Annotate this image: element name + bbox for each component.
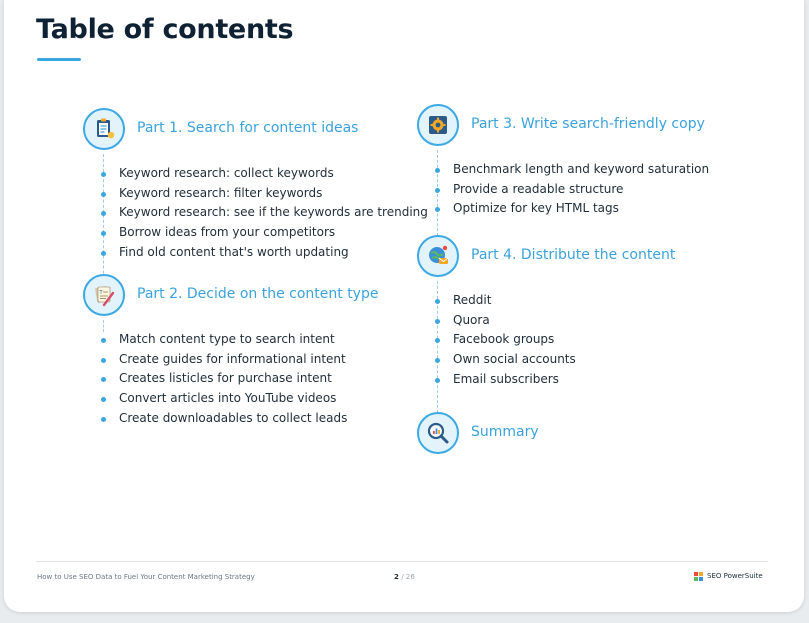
list-item[interactable]: Reddit xyxy=(433,291,576,311)
footer-divider xyxy=(36,561,768,562)
list-item[interactable]: Borrow ideas from your competitors xyxy=(99,223,428,243)
bullet-dot xyxy=(101,211,106,217)
bullet-dot xyxy=(101,231,106,237)
section-connector xyxy=(437,281,438,413)
clipboard-idea-icon xyxy=(83,108,125,150)
document-page: Table of contents Part 1. Search for con… xyxy=(4,0,804,612)
bullet-dot xyxy=(101,338,106,343)
bullet-dot xyxy=(435,338,440,344)
bullet-dot xyxy=(435,318,440,324)
bullet-dot xyxy=(435,207,440,213)
bullet-dot xyxy=(101,191,106,197)
page-number: 2 / 26 xyxy=(394,573,415,581)
powersuite-logo-icon xyxy=(694,571,703,581)
magnifier-report-icon xyxy=(417,412,459,454)
list-item[interactable]: Email subscribers xyxy=(433,370,576,390)
logo-square xyxy=(694,576,698,581)
footer-document-title: How to Use SEO Data to Fuel Your Content… xyxy=(37,573,255,581)
bullet-dot xyxy=(101,357,106,363)
gear-document-icon xyxy=(417,104,459,146)
bullet-dot xyxy=(101,397,106,403)
bullet-dot xyxy=(101,250,106,256)
list-item[interactable]: Match content type to search intent xyxy=(99,330,347,350)
bullet-dot xyxy=(435,187,440,193)
section-connector xyxy=(437,150,438,236)
section-title[interactable]: Part 1. Search for content ideas xyxy=(137,120,359,136)
title-underline xyxy=(37,58,81,61)
section-connector xyxy=(103,154,104,304)
logo-square xyxy=(694,571,698,576)
section-title[interactable]: Part 4. Distribute the content xyxy=(471,247,676,263)
bullet-dot xyxy=(101,377,106,383)
svg-text:T: T xyxy=(99,290,104,296)
list-item[interactable]: Facebook groups xyxy=(433,330,576,350)
brand-logo: SEO PowerSuite xyxy=(694,570,763,582)
bullet-dot xyxy=(435,299,440,304)
section-title[interactable]: Part 3. Write search-friendly copy xyxy=(471,116,705,132)
section-title[interactable]: Summary xyxy=(471,424,539,440)
page-title: Table of contents xyxy=(36,14,294,45)
list-item[interactable]: Find old content that's worth updating xyxy=(99,243,428,263)
list-item[interactable]: Quora xyxy=(433,311,576,331)
bullet-dot xyxy=(101,172,106,177)
bullet-dot xyxy=(435,168,440,173)
bullet-dot xyxy=(101,416,106,422)
list-item[interactable]: Convert articles into YouTube videos xyxy=(99,389,347,409)
bullet-dot xyxy=(435,377,440,383)
bullet-dot xyxy=(435,358,440,364)
brand-name: SEO PowerSuite xyxy=(707,572,763,580)
list-item[interactable]: Optimize for key HTML tags xyxy=(433,199,709,219)
logo-square xyxy=(699,571,703,576)
list-item[interactable]: Provide a readable structure xyxy=(433,180,709,200)
logo-square xyxy=(699,576,703,581)
section-connector xyxy=(103,320,104,332)
globe-mail-icon xyxy=(417,235,459,277)
page-current: 2 xyxy=(394,573,399,581)
list-item[interactable]: Keyword research: filter keywords xyxy=(99,184,428,204)
list-item[interactable]: Own social accounts xyxy=(433,350,576,370)
documents-pen-icon: T xyxy=(83,274,125,316)
list-item[interactable]: Benchmark length and keyword saturation xyxy=(433,160,709,180)
section-title[interactable]: Part 2. Decide on the content type xyxy=(137,286,379,302)
list-item[interactable]: Keyword research: collect keywords xyxy=(99,164,428,184)
list-item[interactable]: Create downloadables to collect leads xyxy=(99,409,347,429)
list-item[interactable]: Creates listicles for purchase intent xyxy=(99,369,347,389)
list-item[interactable]: Keyword research: see if the keywords ar… xyxy=(99,203,428,223)
list-item[interactable]: Create guides for informational intent xyxy=(99,350,347,370)
page-total: / 26 xyxy=(401,573,415,581)
